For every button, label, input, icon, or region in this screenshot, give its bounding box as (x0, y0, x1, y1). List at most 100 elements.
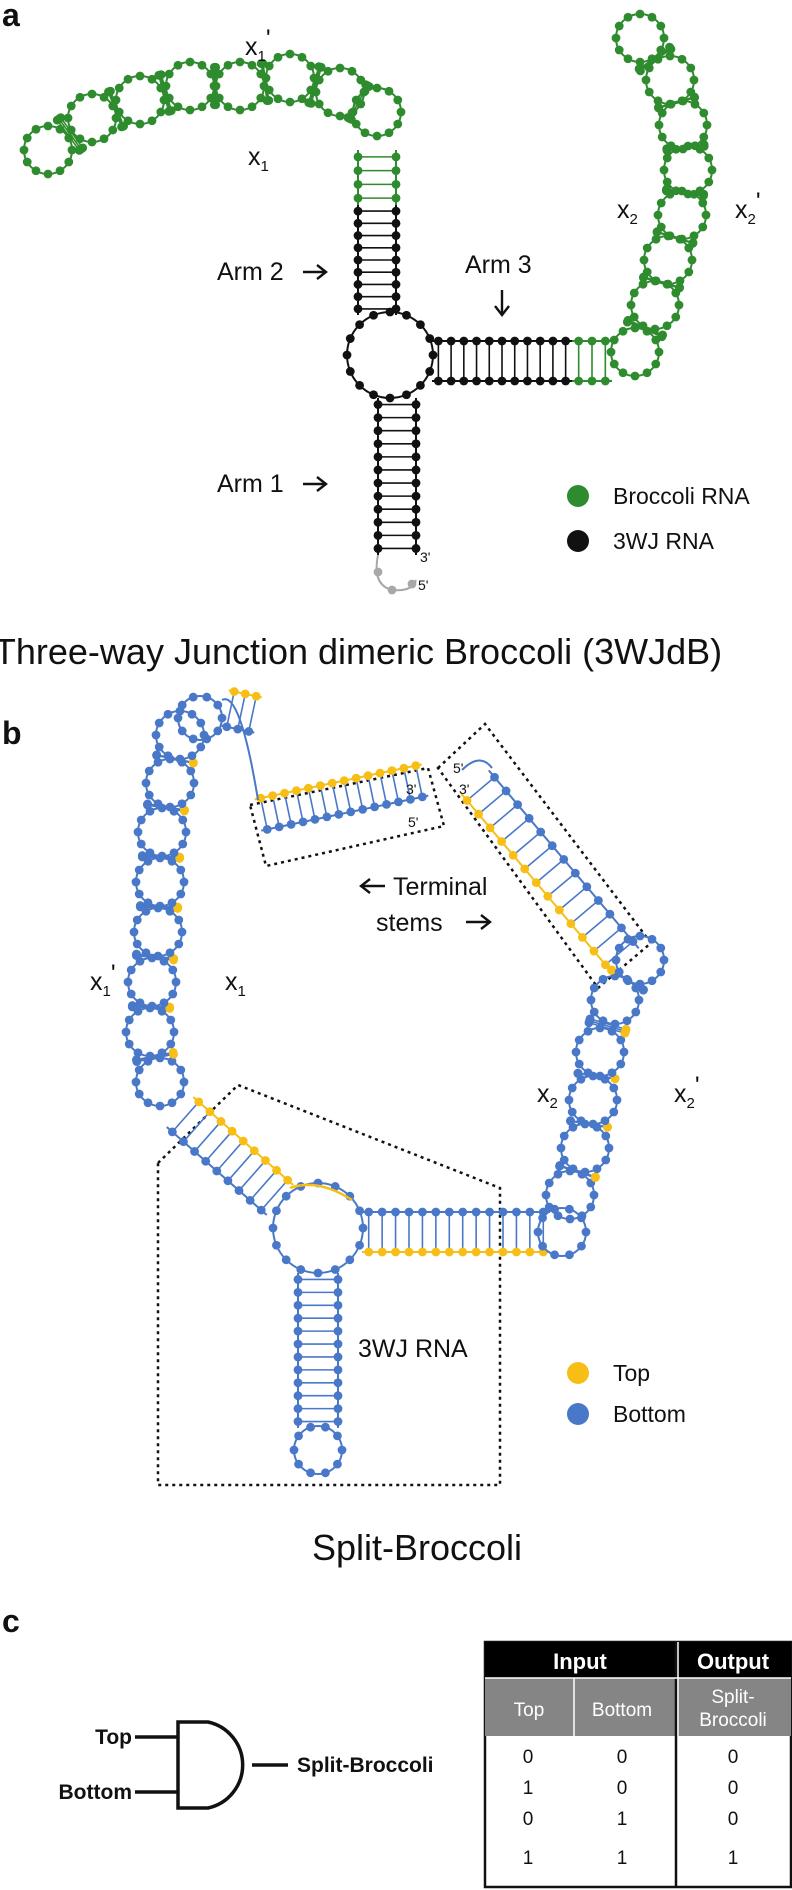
nucleotide (323, 66, 333, 76)
nucleotide (656, 222, 666, 232)
base-pair (136, 1052, 174, 1062)
nucleotide (459, 336, 469, 346)
nucleotide (63, 113, 73, 123)
nucleotide (353, 280, 363, 289)
nucleotide (384, 86, 394, 96)
nucleotide (222, 722, 232, 732)
nucleotide (154, 742, 164, 752)
nucleotide (656, 45, 666, 55)
nucleotide (544, 1178, 554, 1188)
nucleotide (272, 1206, 281, 1216)
nucleotide (169, 848, 179, 858)
nucleotide (333, 1275, 343, 1284)
nucleotide (22, 133, 32, 143)
nucleotide (333, 1313, 343, 1323)
nucleotide (411, 530, 421, 540)
nucleotide (22, 157, 32, 167)
nucleotide (353, 292, 363, 302)
loop (643, 235, 693, 285)
nucleotide (262, 825, 272, 834)
nucleotide (630, 371, 640, 381)
panel-b-letter: b (2, 715, 22, 751)
nucleotide (293, 1391, 303, 1401)
loop (615, 13, 665, 63)
nucleotide (531, 878, 541, 887)
nucleotide (656, 198, 666, 208)
base-pair (271, 795, 280, 828)
nucleotide (244, 727, 254, 736)
nucleotide (600, 376, 610, 386)
nucleotide (156, 83, 166, 93)
nucleotide (417, 792, 427, 802)
nucleotide (565, 1204, 574, 1214)
nucleotide (213, 726, 223, 736)
nucleotide (425, 367, 435, 376)
nucleotide (606, 347, 616, 357)
nucleotide (523, 376, 532, 386)
nucleotide (634, 64, 644, 74)
nucleotide (168, 1047, 178, 1057)
nucleotide (675, 276, 685, 286)
nucleotide (141, 778, 151, 788)
nucleotide (589, 1190, 599, 1200)
nucleotide (111, 113, 121, 123)
nucleotide (609, 1083, 619, 1093)
nucleotide (201, 1156, 211, 1166)
nucleotide (574, 376, 584, 386)
nucleotide (686, 87, 696, 97)
nucleotide (134, 1065, 144, 1075)
nucleotide (353, 166, 363, 176)
table-cell: 1 (617, 1848, 628, 1869)
nucleotide (647, 54, 657, 64)
nucleotide (617, 923, 626, 933)
label-3prime-b2: 3' (459, 781, 469, 797)
nucleotide (674, 283, 684, 293)
nucleotide (177, 799, 187, 809)
nucleotide (168, 965, 178, 975)
nucleotide (293, 1417, 303, 1426)
nucleotide (143, 898, 153, 908)
loop (215, 61, 265, 111)
nucleotide (176, 889, 186, 899)
nucleotide (416, 381, 425, 390)
nucleotide (283, 1175, 293, 1185)
nucleotide (167, 898, 177, 908)
nucleotide (559, 1155, 569, 1165)
base-pair (414, 765, 424, 798)
nucleotide (565, 1250, 574, 1260)
nucleotide (153, 757, 163, 767)
nucleotide (548, 336, 558, 346)
table-header-output: Output (697, 1649, 770, 1674)
base-pair (193, 1120, 222, 1152)
nucleotide (179, 1137, 188, 1147)
nucleotide (391, 243, 401, 253)
nucleotide (686, 63, 696, 73)
gate-input-bottom: Bottom (59, 1781, 132, 1804)
nucleotide (601, 1131, 611, 1141)
nucleotide (168, 989, 178, 999)
nucleotide (391, 1247, 400, 1257)
nucleotide (474, 809, 483, 819)
nucleotide (296, 1265, 306, 1274)
nucleotide (327, 778, 337, 788)
nucleotide (164, 69, 174, 79)
nucleotide (418, 1247, 427, 1257)
nucleotide (293, 1300, 303, 1310)
nucleotide (653, 210, 663, 220)
nucleotide (333, 1352, 343, 1362)
nucleotide (206, 93, 216, 103)
nucleotide (141, 948, 151, 958)
nucleotide (497, 336, 507, 346)
nucleotide (281, 1191, 291, 1201)
nucleotide (285, 49, 295, 59)
nucleotide (375, 768, 385, 778)
nucleotide (472, 376, 481, 386)
nucleotide (671, 312, 681, 322)
table-cell: 0 (523, 1809, 534, 1830)
nucleotide (656, 943, 666, 953)
nucleotide (471, 1247, 481, 1257)
nucleotide (623, 54, 633, 64)
nucleotide (347, 66, 357, 76)
nucleotide (293, 1378, 303, 1388)
base-pair (558, 886, 588, 911)
